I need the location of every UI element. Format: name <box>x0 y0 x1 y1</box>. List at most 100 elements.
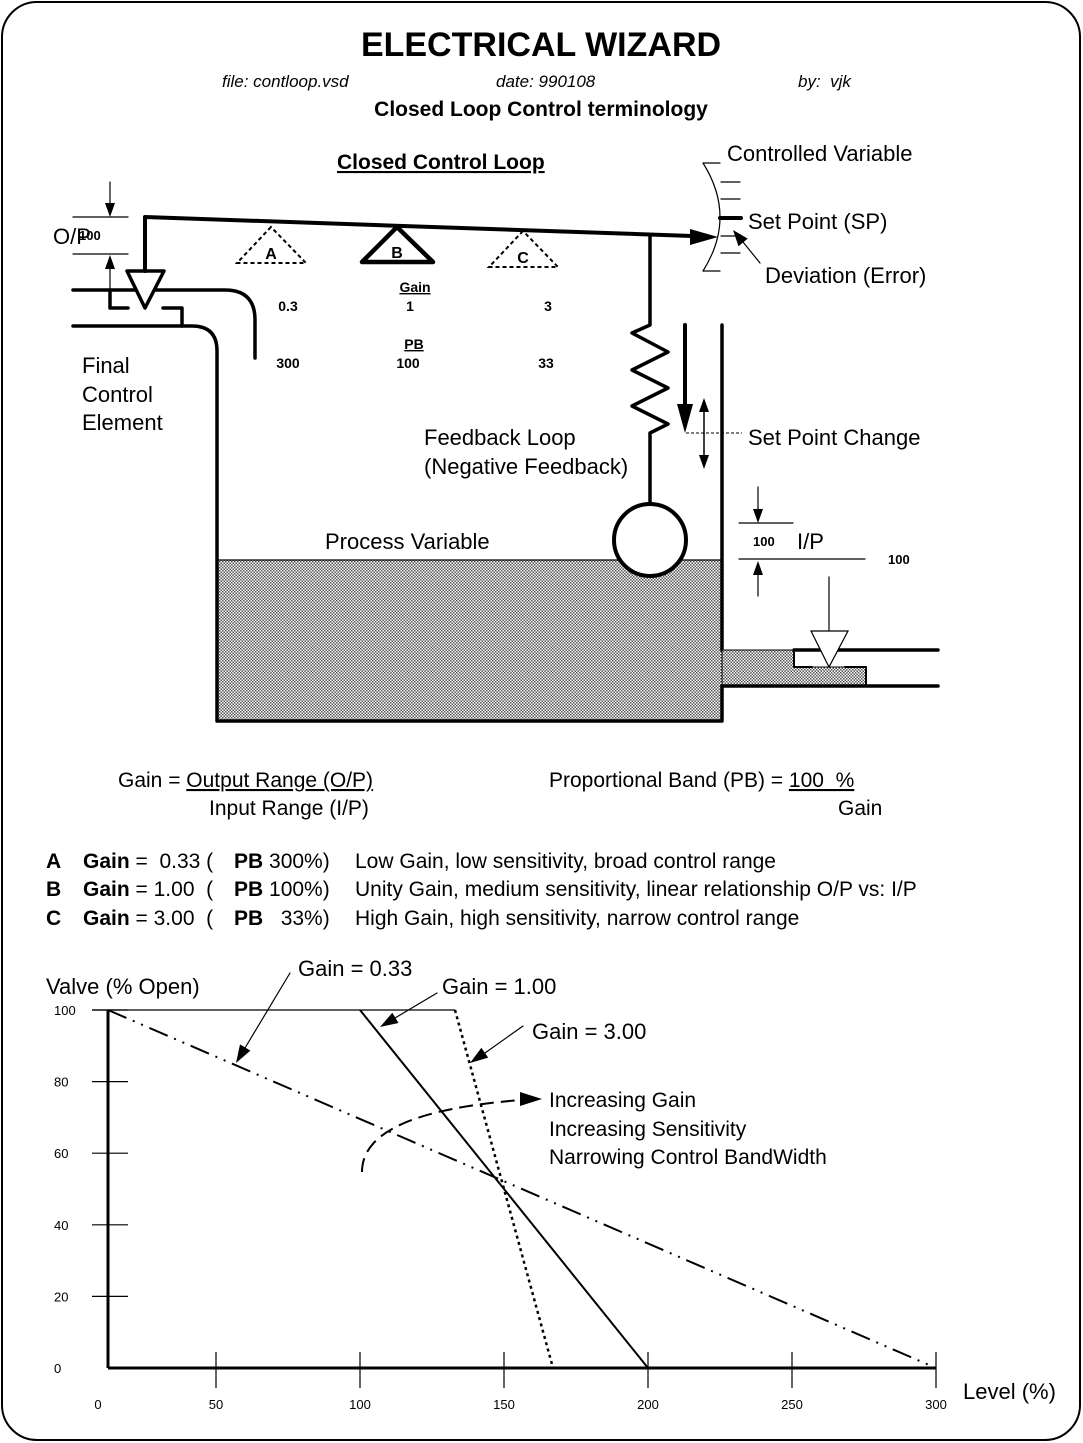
deviation-arrow-icon <box>733 230 748 247</box>
legend-pb-label: PB <box>234 907 263 930</box>
annotation-arrow-icon <box>380 1012 399 1027</box>
ip-label: I/P <box>797 529 824 554</box>
page-title: ELECTRICAL WIZARD <box>361 26 721 64</box>
series-line-gain-1-00 <box>359 1009 649 1369</box>
pivot-b-icon <box>359 224 436 265</box>
set-point-label: Set Point (SP) <box>748 209 887 234</box>
pb-formula-numerator: 100 % <box>789 769 854 792</box>
annotation-arrow-icon <box>236 1044 251 1063</box>
legend-gain-label: Gain <box>83 850 130 873</box>
trend-note-1: Increasing Gain <box>549 1089 696 1112</box>
output-range-indicator: O/P 100 <box>53 181 129 291</box>
legend-gain-value: = 1.00 ( <box>130 878 213 901</box>
arrow-up-icon <box>699 398 709 412</box>
legend-letter: C <box>46 907 61 930</box>
pivot-a-label: A <box>265 246 277 263</box>
deviation-label: Deviation (Error) <box>765 263 926 288</box>
deviation-leader <box>742 241 761 264</box>
annotation-leader <box>394 992 438 1019</box>
x-tick-label: 100 <box>349 1397 371 1412</box>
legend-pb-value: 300%) <box>263 850 330 873</box>
final-control-element-label-2: Control <box>82 382 153 407</box>
x-tick-label: 50 <box>209 1397 223 1412</box>
final-control-element-label-1: Final <box>82 353 130 378</box>
annotation-gain-1-00: Gain = 1.00 <box>442 974 556 999</box>
x-tick-label: 0 <box>94 1397 101 1412</box>
pivot-c-label: C <box>517 250 529 267</box>
y-tick-label: 20 <box>54 1289 68 1304</box>
op-value: 100 <box>79 228 101 243</box>
pivot-b-label: B <box>391 245 403 262</box>
gain-formula-numerator: Output Range (O/P) <box>186 769 373 792</box>
process-variable-label: Process Variable <box>325 529 490 554</box>
legend-gain-label: Gain <box>83 907 130 930</box>
pb-value-a: 300 <box>276 355 300 371</box>
pivot-c-icon <box>486 229 561 268</box>
legend-description: Low Gain, low sensitivity, broad control… <box>355 850 776 873</box>
tank-wall-left-bottom <box>71 324 724 723</box>
ip-range-value: 100 <box>888 552 910 567</box>
x-tick-label: 250 <box>781 1397 803 1412</box>
y-tick-label: 100 <box>54 1003 76 1018</box>
arrow-up-icon <box>753 561 763 575</box>
pb-header: PB <box>404 336 423 352</box>
trend-note-3: Narrowing Control BandWidth <box>549 1146 827 1169</box>
pivot-a-icon <box>234 225 309 264</box>
pb-value-c: 33 <box>538 355 554 371</box>
loop-arrow-head-icon <box>690 229 718 245</box>
x-tick-label: 300 <box>925 1397 947 1412</box>
feedback-loop-label: Feedback Loop <box>424 425 576 450</box>
pb-value-b: 100 <box>396 355 420 371</box>
legend-pb-value: 33%) <box>263 907 330 930</box>
legend-pb-label: PB <box>234 878 263 901</box>
input-range-lines <box>738 522 866 560</box>
document-date: date: 990108 <box>496 72 596 91</box>
chart-y-axis-label: Valve (% Open) <box>46 974 200 999</box>
chart-x-axis-label: Level (%) <box>963 1379 1056 1404</box>
op-label: O/P <box>53 224 91 249</box>
gain-formula-denominator: Input Range (I/P) <box>209 797 369 820</box>
annotation-leader <box>484 1025 524 1054</box>
controlled-variable-label: Controlled Variable <box>727 141 912 166</box>
arrow-down-icon <box>677 404 693 433</box>
gain-header: Gain <box>399 279 430 295</box>
set-point-change-label: Set Point Change <box>748 425 920 450</box>
arrow-down-icon <box>699 455 709 469</box>
legend-gain-value: = 3.00 ( <box>130 907 213 930</box>
annotation-arrow-icon <box>470 1047 489 1063</box>
legend-gain-label: Gain <box>83 878 130 901</box>
feedback-rod-spring <box>630 234 670 506</box>
control-loop-lever <box>143 215 694 273</box>
valve-seat-left <box>108 288 130 310</box>
outlet-pipe <box>720 576 940 688</box>
increasing-gain-arc <box>361 1099 522 1173</box>
annotation-gain-3-00: Gain = 3.00 <box>532 1019 646 1044</box>
legend-letter: B <box>46 878 61 901</box>
gain-value-b: 1 <box>406 298 414 314</box>
annotation-gain-0-33: Gain = 0.33 <box>298 956 412 981</box>
arrow-right-icon <box>520 1092 542 1106</box>
page-subtitle: Closed Loop Control terminology <box>374 98 708 121</box>
inlet-pipe-upper <box>71 288 257 360</box>
ip-value: 100 <box>753 534 775 549</box>
author: by: vjk <box>798 72 852 91</box>
legend-gain-value: = 0.33 ( <box>130 850 213 873</box>
legend-description: High Gain, high sensitivity, narrow cont… <box>355 907 799 930</box>
outlet-valve-icon <box>810 630 849 669</box>
pb-formula-denominator: Gain <box>838 797 882 820</box>
feedback-loop-sublabel: (Negative Feedback) <box>424 454 628 479</box>
file-name: file: contloop.vsd <box>222 72 349 91</box>
x-tick-label: 200 <box>637 1397 659 1412</box>
arrow-up-icon <box>105 255 115 269</box>
liquid-fill <box>217 560 722 721</box>
tank <box>71 323 724 723</box>
scale-ticks <box>702 162 741 272</box>
y-tick-label: 40 <box>54 1218 68 1233</box>
gain-formula: Gain = Output Range (O/P) <box>118 769 373 792</box>
series-line-gain-0-33 <box>107 1009 937 1369</box>
output-range-lines <box>72 216 129 255</box>
